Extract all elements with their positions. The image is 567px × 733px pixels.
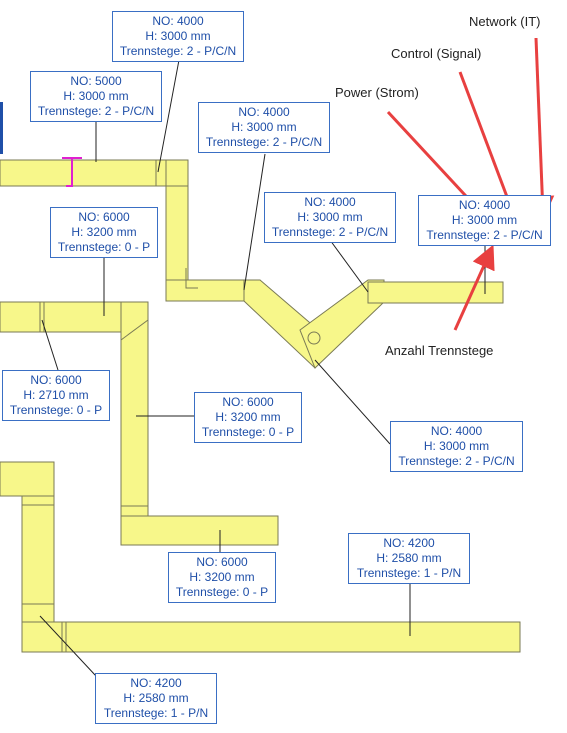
tray-tag: NO: 4000 H: 3000 mm Trennstege: 2 - P/C/… [390, 421, 523, 472]
tray-tag: NO: 4200 H: 2580 mm Trennstege: 1 - P/N [95, 673, 217, 724]
tray-tag: NO: 4000 H: 3000 mm Trennstege: 2 - P/C/… [198, 102, 330, 153]
tray-tag: NO: 4000 H: 3000 mm Trennstege: 2 - P/C/… [264, 192, 396, 243]
tray-tag-trennstege: Trennstege: 2 - P/C/N [205, 135, 323, 149]
callout-control: Control (Signal) [391, 46, 482, 61]
tray-tag-trennstege: Trennstege: 2 - P/C/N [37, 104, 155, 118]
tray-tag-height: H: 3200 mm [215, 410, 281, 424]
tray-tag-trennstege: Trennstege: 1 - P/N [103, 706, 209, 720]
callout-network: Network (IT) [469, 14, 541, 29]
tray-tag-trennstege: Trennstege: 2 - P/C/N [119, 44, 237, 58]
count-arrow [453, 244, 495, 331]
tray-tag-height: H: 2580 mm [123, 691, 189, 705]
tray-tag: NO: 6000 H: 3200 mm Trennstege: 0 - P [194, 392, 302, 443]
tray-tag-height: H: 3000 mm [451, 213, 518, 227]
tray-tag-height: H: 3000 mm [297, 210, 363, 224]
tray-tag-height: H: 3000 mm [423, 439, 490, 453]
leader-lines [39, 59, 486, 677]
callout-power: Power (Strom) [335, 85, 419, 100]
tray-tag-height: H: 3200 mm [71, 225, 137, 239]
tray-tag-no: NO: 4000 [430, 424, 483, 438]
tray-tag-trennstege: Trennstege: 2 - P/C/N [426, 228, 543, 242]
tray-drop-vertical [165, 159, 189, 301]
tray-tag-trennstege: Trennstege: 2 - P/C/N [398, 454, 515, 468]
left-edge-marker [0, 102, 3, 154]
tray-tag-no: NO: 6000 [30, 373, 82, 387]
tray-tag-height: H: 2580 mm [376, 551, 442, 565]
tray-tag-trennstege: Trennstege: 0 - P [201, 425, 295, 439]
tray-tag-no: NO: 4200 [130, 676, 182, 690]
tray-tag-height: H: 2710 mm [23, 388, 89, 402]
tray-right-horizontal [367, 281, 504, 304]
tray-tag: NO: 6000 H: 3200 mm Trennstege: 0 - P [168, 552, 276, 603]
tray-tag-no: NO: 4200 [383, 536, 435, 550]
tray-tag-no: NO: 6000 [222, 395, 274, 409]
network-arrow [530, 37, 555, 220]
tray-tag-height: H: 3000 mm [145, 29, 211, 43]
tray-tag-trennstege: Trennstege: 0 - P [57, 240, 151, 254]
tray-tag: NO: 5000 H: 3000 mm Trennstege: 2 - P/C/… [30, 71, 162, 122]
tray-tag-trennstege: Trennstege: 0 - P [175, 585, 269, 599]
tray-tag-height: H: 3200 mm [189, 570, 255, 584]
tray-tag-no: NO: 4000 [152, 14, 204, 28]
tray-tag-no: NO: 5000 [70, 74, 122, 88]
callout-count: Anzahl Trennstege [385, 343, 494, 358]
tray-tag-no: NO: 4000 [304, 195, 356, 209]
tray-segments [0, 159, 521, 653]
tray-tag: NO: 6000 H: 3200 mm Trennstege: 0 - P [50, 207, 158, 258]
tray-tag-no: NO: 4000 [458, 198, 511, 212]
tray-tag-no: NO: 6000 [78, 210, 130, 224]
tray-tag-no: NO: 4000 [238, 105, 290, 119]
tray-tag: NO: 4000 H: 3000 mm Trennstege: 2 - P/C/… [112, 11, 244, 62]
tray-tag-highlighted: NO: 4000 H: 3000 mm Trennstege: 2 - P/C/… [418, 195, 551, 246]
tray-tag-trennstege: Trennstege: 1 - P/N [356, 566, 462, 580]
control-arrow [458, 71, 520, 224]
tray-center-vertical [120, 301, 149, 545]
tray-tag-height: H: 3000 mm [63, 89, 129, 103]
tray-tag-height: H: 3000 mm [231, 120, 297, 134]
tray-tag-trennstege: Trennstege: 0 - P [9, 403, 103, 417]
tray-joints [22, 160, 321, 652]
tray-lower-horizontal [120, 515, 279, 546]
tray-bottom-horizontal [21, 621, 521, 653]
tray-tag: NO: 4200 H: 2580 mm Trennstege: 1 - P/N [348, 533, 470, 584]
tray-tag-no: NO: 6000 [196, 555, 248, 569]
insertion-marker [62, 157, 82, 187]
tray-left-stub [0, 461, 55, 497]
tray-tag-trennstege: Trennstege: 2 - P/C/N [271, 225, 389, 239]
tray-tag: NO: 6000 H: 2710 mm Trennstege: 0 - P [2, 370, 110, 421]
